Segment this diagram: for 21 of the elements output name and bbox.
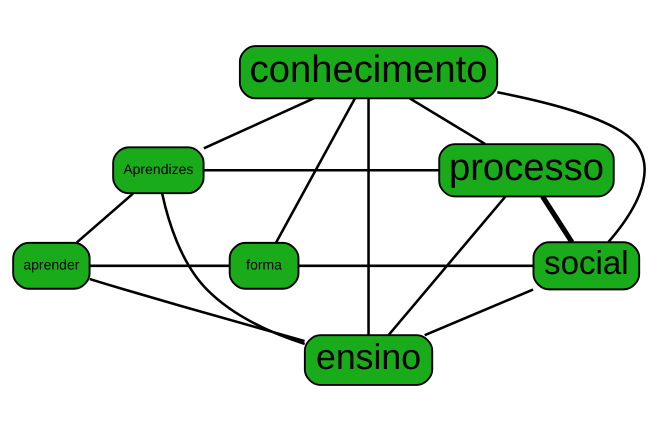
node-box: processo xyxy=(438,143,615,198)
connector xyxy=(367,98,370,336)
node-box: conhecimento xyxy=(238,45,498,100)
connector xyxy=(388,196,506,336)
node-box: forma xyxy=(228,242,300,290)
connector xyxy=(203,97,314,150)
connector xyxy=(275,98,356,244)
connector xyxy=(298,264,533,268)
node-box: Aprendizes xyxy=(112,146,205,194)
connector xyxy=(497,91,646,243)
node-box: ensino xyxy=(304,334,434,386)
connector xyxy=(89,278,305,342)
node-box: aprender xyxy=(12,242,91,290)
connector xyxy=(408,97,486,146)
connector xyxy=(160,193,306,346)
connector xyxy=(424,288,534,336)
connector xyxy=(204,169,439,172)
connector xyxy=(540,195,574,244)
node-box: social xyxy=(532,241,640,290)
connector xyxy=(76,192,134,244)
connector xyxy=(90,264,230,268)
